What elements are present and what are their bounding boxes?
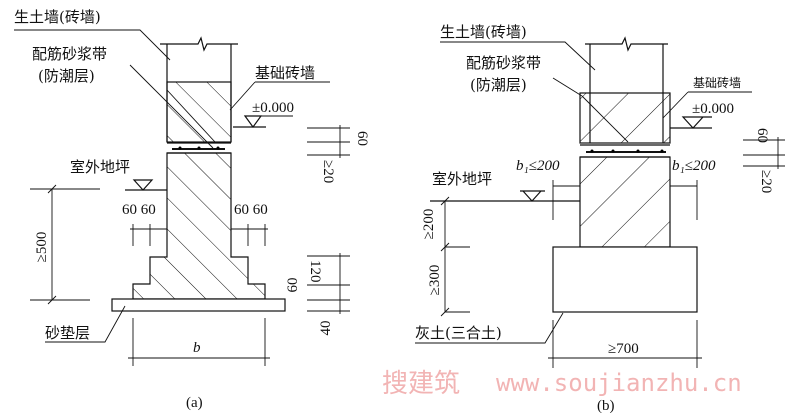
dim-700-b: ≥700 [608, 341, 639, 357]
caption-b: (b) [597, 398, 615, 413]
label-sand-layer-a: 砂垫层 [45, 324, 90, 342]
sand-cushion-a [111, 298, 286, 312]
label-foundation-wall-a: 基础砖墙 [255, 64, 315, 82]
label-mortar-band-b: 配筋砂浆带 [466, 54, 541, 72]
stepped-foundation-a [132, 152, 266, 300]
diagram-b: 基础砖墙 ±0.000 生土墙(砖墙) 配筋砂浆带 (防潮层) b₁≤200 b… [415, 23, 785, 413]
diagram-a: ±0.000 生土墙(砖墙) 配筋砂浆带 (防潮层) 基础砖墙 室外地坪 砂垫层… [14, 8, 370, 411]
dim-60-bottom-a: 60 [285, 278, 301, 293]
reinforced-mortar-band-a [167, 142, 231, 154]
label-mortar-band-a: 配筋砂浆带 [32, 45, 107, 63]
lime-soil-base-b [552, 246, 698, 313]
dim-300-b: ≥300 [427, 265, 443, 296]
label-earth-wall-a: 生土墙(砖墙) [14, 8, 101, 26]
brick-zone-b [579, 92, 671, 144]
watermark-cn: 搜建筑 [382, 369, 460, 399]
elevation-label-b: ±0.000 [692, 101, 734, 117]
elevation-label-a: ±0.000 [252, 100, 294, 116]
label-earth-wall-b: 生土墙(砖墙) [440, 23, 527, 41]
label-outdoor-ground-b: 室外地坪 [432, 170, 492, 188]
label-foundation-wall-b: 基础砖墙 [693, 75, 741, 90]
dim-20-b: ≥20 [758, 170, 774, 193]
dim-120-a: 120 [307, 260, 323, 283]
dim-200-b: ≥200 [421, 209, 437, 240]
dim-20-a: ≥20 [320, 160, 336, 183]
label-damp-proof-a: (防潮层) [38, 67, 95, 85]
brick-zone-a [166, 81, 232, 143]
dim-b1-left-b: b₁≤200 [516, 158, 560, 174]
dim-depth-a: ≥500 [34, 232, 50, 263]
label-outdoor-ground-a: 室外地坪 [70, 158, 130, 176]
dim-60-b: 60 [754, 128, 770, 143]
dim-40-a: 40 [318, 321, 334, 336]
caption-a: (a) [186, 395, 203, 411]
dim-b1-right-b: b₁≤200 [672, 158, 716, 174]
dim-step-right-a: 60 60 [234, 202, 268, 218]
label-damp-proof-b: (防潮层) [470, 76, 527, 94]
reinforced-mortar-band-b [580, 144, 670, 158]
foundation-wall-b [579, 156, 671, 248]
label-lime-soil-b: 灰土(三合土) [415, 324, 502, 342]
dim-60-top-a: 60 [354, 131, 370, 146]
dim-width-a: b [193, 340, 201, 356]
elevation-mark-b: ±0.000 [670, 101, 734, 129]
elevation-mark-a: ±0.000 [233, 100, 294, 129]
watermark: 搜建筑 www.soujianzhu.cn [382, 369, 742, 399]
dim-step-left-a: 60 60 [122, 202, 156, 218]
watermark-url: www.soujianzhu.cn [496, 369, 742, 397]
